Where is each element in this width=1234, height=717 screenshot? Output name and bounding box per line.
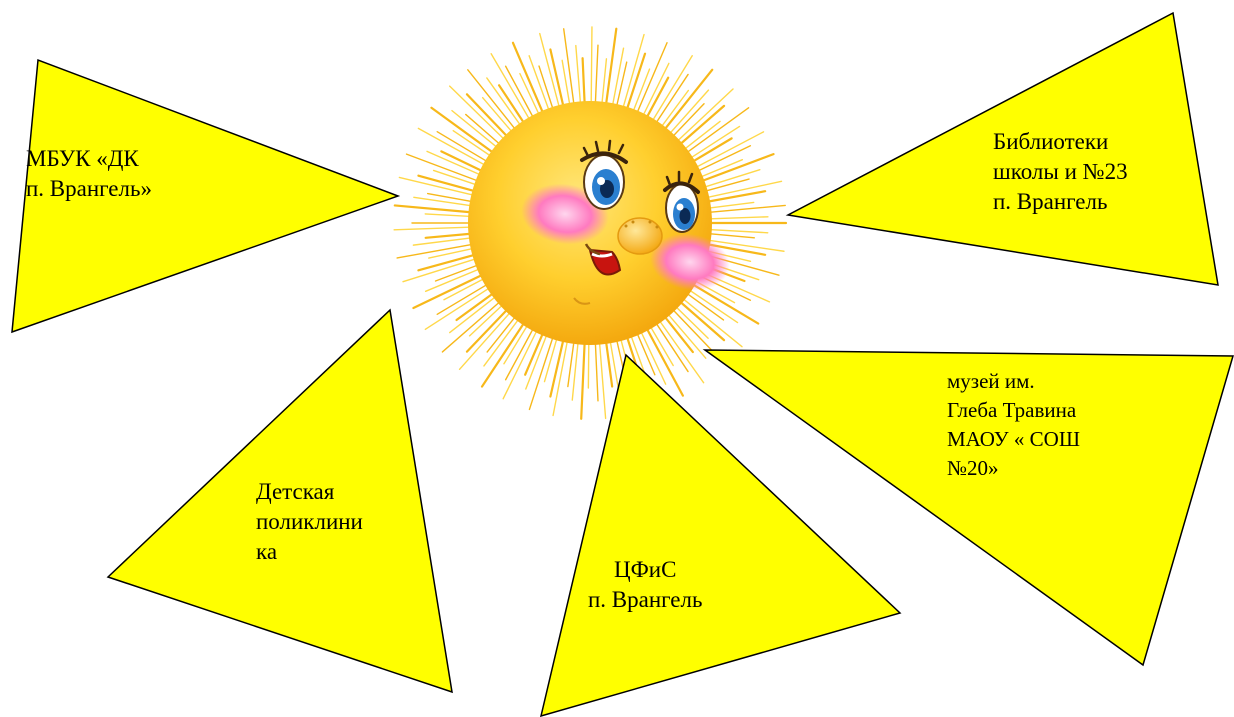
sun-ray [482, 315, 529, 387]
sun-ray [406, 154, 487, 184]
sun-ray [700, 205, 786, 213]
sun-nose [618, 218, 662, 254]
node-museum-label: музей им. Глеба Травина МАОУ « СОШ №20» [947, 367, 1080, 483]
node-library-label: Библиотеки школы и №23 п. Врангель [993, 127, 1128, 217]
sun-ray [599, 333, 606, 419]
sun-ray [581, 333, 585, 419]
node-mbuk-label: МБУК «ДК п. Врангель» [26, 144, 152, 204]
sun-ray [399, 177, 483, 197]
sun-ray [425, 283, 497, 330]
sun-ray [591, 27, 592, 113]
sun-ray [395, 205, 481, 213]
node-polyclinic-label: Детская поликлини ка [256, 477, 363, 567]
node-cfis-label: ЦФиС п. Врангель [588, 555, 702, 615]
sun-ray [394, 227, 480, 230]
sun-ray [693, 154, 774, 184]
sun-ray [605, 29, 617, 114]
